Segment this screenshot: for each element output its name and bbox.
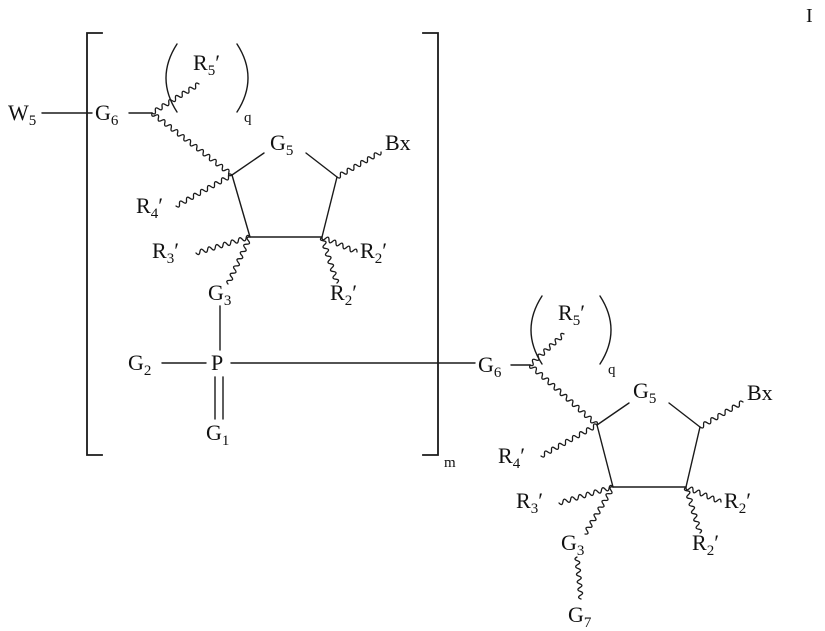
bond-c3-r3prime-unit1 xyxy=(195,234,251,256)
bond-c1-bx-unit1 xyxy=(336,151,382,179)
label-r4prime-unit1: R4′ xyxy=(136,193,163,222)
bond-c4-r4prime-unit2 xyxy=(540,423,598,458)
paren-open-unit1 xyxy=(165,43,178,113)
bond-branch-r5prime-unit2 xyxy=(529,332,565,367)
label-bx-unit1: Bx xyxy=(385,130,411,155)
label-r5prime-unit1: R5′ xyxy=(193,50,220,79)
bond-c3-c4-unit2 xyxy=(596,424,614,488)
label-r2prime-right-unit1: R2′ xyxy=(360,238,387,267)
label-bx-unit2: Bx xyxy=(747,380,773,405)
label-p: P xyxy=(211,350,223,375)
bond-c2-r2prime-lower-unit2 xyxy=(683,486,703,534)
paren-close-unit1 xyxy=(236,43,249,113)
bond-g5-c1-unit1 xyxy=(305,152,338,178)
label-g1: G1 xyxy=(206,420,229,449)
label-r2prime-lower-unit2: R2′ xyxy=(692,530,719,559)
paren-close-unit2 xyxy=(599,295,612,365)
label-g6-unit2: G6 xyxy=(478,352,502,381)
label-r4prime-unit2: R4′ xyxy=(498,443,525,472)
bond-c3-g3-unit1 xyxy=(226,236,251,285)
bond-c3-c4-unit1 xyxy=(231,174,251,238)
bond-g6-c4-unit2 xyxy=(529,364,598,426)
bond-g5-c1-unit2 xyxy=(668,402,701,428)
bond-c2-r2prime-right-unit1 xyxy=(321,236,358,253)
label-r2prime-lower-unit1: R2′ xyxy=(330,280,357,309)
label-r3prime-unit2: R3′ xyxy=(516,488,543,517)
bracket-left xyxy=(86,32,103,456)
label-g5-unit2: G5 xyxy=(633,378,656,407)
bond-c1-bx-unit2 xyxy=(699,400,744,429)
bond-c1-c2-unit2 xyxy=(685,426,701,488)
bond-branch-r5prime-unit1 xyxy=(151,82,200,115)
label-r5prime-unit2: R5′ xyxy=(558,300,585,329)
label-w5: W5 xyxy=(8,100,36,129)
label-g3-unit1: G3 xyxy=(208,280,231,309)
label-q-unit1: q xyxy=(244,110,252,126)
label-formula-number: I xyxy=(806,5,813,27)
label-q-unit2: q xyxy=(608,362,616,378)
label-g2: G2 xyxy=(128,350,151,379)
label-g7: G7 xyxy=(568,602,592,631)
bond-c3-r3prime-unit2 xyxy=(558,484,614,506)
label-m: m xyxy=(444,455,456,471)
bond-c1-c2-unit1 xyxy=(321,176,338,238)
label-r2prime-right-unit2: R2′ xyxy=(724,488,751,517)
bond-c2-r2prime-right-unit2 xyxy=(685,486,722,503)
label-r3prime-unit1: R3′ xyxy=(152,238,179,267)
bond-g6-c4-unit1 xyxy=(151,112,233,177)
bond-c4-r4prime-unit1 xyxy=(175,173,233,208)
label-g6-unit1: G6 xyxy=(95,100,119,129)
bond-c4-g5-unit1 xyxy=(231,152,265,176)
bracket-right xyxy=(422,32,439,456)
bond-c3-g3-unit2 xyxy=(584,486,614,535)
label-g5-unit1: G5 xyxy=(270,130,293,159)
bond-g3-g7-unit2 xyxy=(574,556,584,600)
bond-c2-r2prime-lower-unit1 xyxy=(319,236,340,284)
bond-c4-g5-unit2 xyxy=(596,402,630,426)
label-g3-unit2: G3 xyxy=(561,530,584,559)
